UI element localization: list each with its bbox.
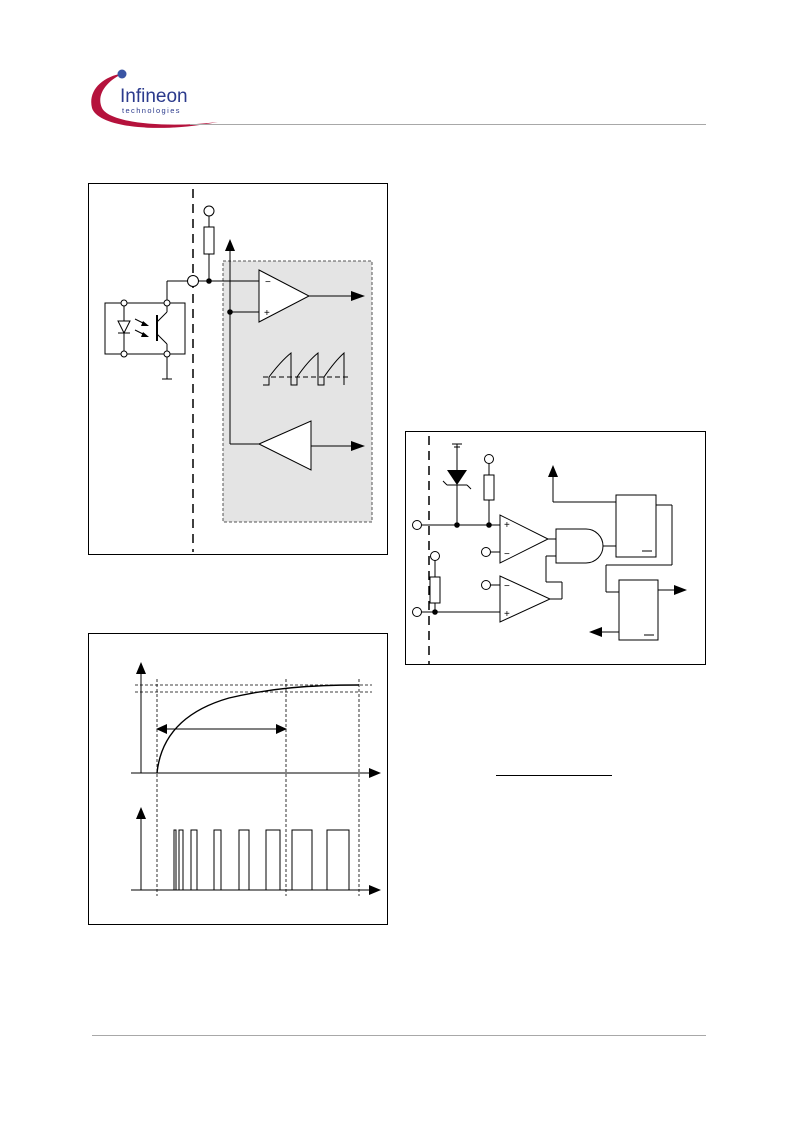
figure-soft-start-timing [88, 633, 388, 925]
header-rule [190, 124, 706, 125]
up-arrow [225, 239, 235, 251]
optocoupler-diagram: − + [104, 189, 373, 552]
input-pin-1 [412, 520, 422, 530]
opto-led [117, 320, 131, 335]
svg-text:−: − [504, 549, 510, 560]
input-pin-2 [412, 607, 422, 617]
logo-tagline: technologies [122, 106, 181, 115]
comparator-2 [499, 575, 552, 623]
logo-brand-name: Infineon [120, 86, 188, 107]
figure-optocoupler-feedback: − + [88, 183, 388, 555]
soft-start-curve [156, 684, 360, 774]
buffer-output-arrow [351, 441, 365, 451]
supply-terminal-2 [430, 551, 440, 561]
reference-pin-1 [481, 547, 491, 557]
output-arrow [674, 585, 687, 595]
shaded-ic-block [222, 260, 373, 523]
zener-diode [447, 470, 467, 485]
soft-start-diagram [131, 662, 381, 896]
svg-text:−: − [504, 581, 510, 592]
svg-text:+: + [504, 609, 510, 620]
supply-terminal [203, 205, 215, 217]
svg-text:+: + [504, 520, 510, 531]
footer-rule [92, 1035, 706, 1036]
figure-comparator-logic: + − − + [405, 431, 706, 665]
reference-pin-2 [481, 580, 491, 590]
pwm-comparator [258, 269, 311, 323]
supply-terminal [484, 454, 494, 464]
svg-text:+: + [264, 308, 270, 319]
svg-text:−: − [265, 277, 271, 288]
feedback-pin [187, 275, 199, 287]
and-gate [555, 528, 604, 564]
pullup-resistor-2 [429, 576, 441, 604]
flip-flop-1 [615, 494, 657, 558]
pullup-resistor [483, 474, 495, 501]
infineon-logo: Infineon technologies [91, 69, 218, 128]
sawtooth-waveform [263, 351, 345, 386]
flip-flop-2 [618, 579, 659, 641]
reset-arrow [589, 627, 602, 637]
pwm-pulse-train [173, 829, 350, 891]
pullup-resistor [203, 226, 215, 255]
comparator-diagram: + − − + [412, 436, 687, 664]
formula-fraction-bar [496, 775, 612, 776]
comparator-output-arrow [351, 291, 365, 301]
logo-dot [117, 69, 127, 79]
up-arrow [548, 465, 558, 477]
comparator-1 [499, 514, 550, 564]
optocoupler-package [104, 302, 186, 355]
